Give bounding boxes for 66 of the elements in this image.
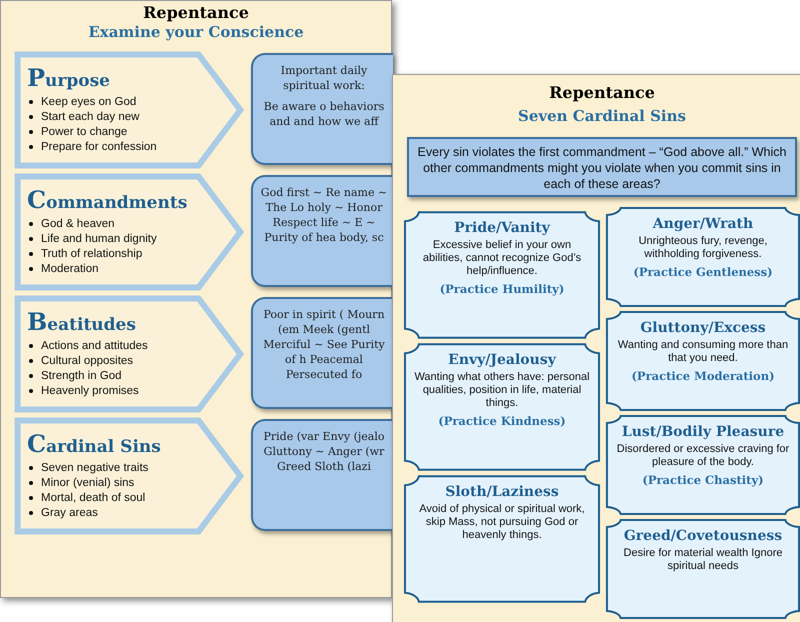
sin-card [605,519,800,619]
bullet-item: Mortal, death of soul [41,492,146,504]
arrow-banner [13,417,245,535]
page-title: Repentance [548,83,656,102]
bullet-item: Gray areas [41,507,98,519]
section-heading: Cardinal Sins [27,429,162,458]
bullet-item: Actions and attitudes [41,340,148,352]
section-heading: Commandments [27,185,188,214]
card-description: Desire for material wealth Ignore spiritual needs [622,547,784,573]
arrow-banner [13,51,245,169]
bullet-item: Life and human dignity [41,233,157,245]
page-title: Repentance [142,3,250,22]
sin-card [403,211,601,339]
card-description: Disordered or excessive craving for pleasure of the body. [616,443,790,469]
box-text: Pride (var Envy (jealo Gluttony ~ Anger (wr Greed Sloth (lazi [262,429,386,474]
card-practice: (Practice Humility) [438,282,566,296]
sin-card [403,475,601,603]
bullet-item: Keep eyes on God [41,96,136,108]
bullet-item: Prepare for confession [41,141,157,153]
card-description: Unrighteous fury, revenge, withholding forgiveness. [638,235,768,261]
card-practice: (Practice Moderation) [630,369,776,383]
bullet-item: Start each day new [41,111,140,123]
page-subtitle: Seven Cardinal Sins [517,107,687,125]
card-heading: Sloth/Laziness [444,484,560,500]
bullet-item: Seven negative traits [41,462,148,474]
card-heading: Greed/Covetousness [622,528,784,544]
page [392,74,800,622]
box-text: God first ~ Re name ~ The Lo holy ~ Honor Respect life ~ E ~ Purity of hea body, sc [260,185,388,245]
sin-card [605,207,800,307]
page-subtitle: Examine your Conscience [87,23,305,41]
sin-card [403,343,601,471]
card-practice: (Practice Chastity) [641,473,765,487]
section-heading: Beatitudes [27,307,137,336]
card-practice: (Practice Kindness) [437,414,567,428]
sin-card [605,311,800,411]
bullet-item: Minor (venial) sins [41,477,134,489]
text-box [251,297,393,409]
bullet-item: Power to change [41,126,128,138]
bullet-item: Cultural opposites [41,355,134,367]
box-text: Poor in spirit ( Mourn (em Meek (gentl Merciful ~ See Purity of h Peacemal Persecuted fo [262,307,386,382]
bullet-item: Moderation [41,263,99,275]
bullet-item: God & heaven [41,218,115,230]
card-heading: Lust/Bodily Pleasure [620,424,786,440]
card-practice: (Practice Gentleness) [632,265,774,279]
bullet-item: Heavenly promises [41,385,139,397]
card-description: Avoid of physical or spiritual work, skip Mass, not pursuing God or heavenly things. [418,503,586,542]
text-box [251,419,393,531]
question-box: Every sin violates the first commandment – “God above all.” Which other commandments might you violate when you commit sins in each of these areas? [407,137,797,197]
bullet-item: Strength in God [41,370,122,382]
box-text: Important daily spiritual work: [280,63,368,93]
card-heading: Anger/Wrath [652,216,754,232]
card-heading: Envy/Jealousy [447,352,558,368]
arrow-banner [13,295,245,413]
bullet-item: Truth of relationship [41,248,142,260]
card-heading: Gluttony/Excess [639,320,767,336]
card-description: Excessive belief in your own abilities, cannot recognize God’s help/influence. [422,239,582,278]
text-box [251,175,393,287]
card-description: Wanting what others have: personal qualities, position in life, material things. [413,371,591,410]
text-box [251,53,393,165]
card-description: Wanting and consuming more than that you need. [616,339,790,365]
section-heading: Purpose [27,63,111,92]
arrow-banner [13,173,245,291]
box-text: Be aware o behaviors and and how we aff [262,99,386,129]
page [0,0,392,598]
card-heading: Pride/Vanity [453,220,552,236]
sin-card [605,415,800,515]
